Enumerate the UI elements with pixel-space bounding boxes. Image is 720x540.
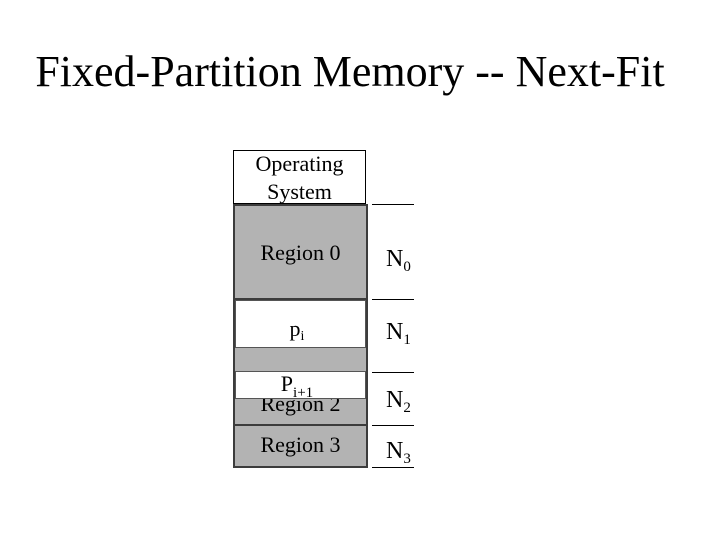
process-pi-block — [235, 300, 366, 348]
os-label-line1: Operating — [255, 151, 344, 176]
process-pi1-block — [235, 371, 366, 399]
os-label: Operating System — [233, 150, 366, 206]
region-divider-0-1 — [235, 298, 366, 300]
region-divider-2-3 — [235, 424, 366, 426]
region-3-label: Region 3 — [260, 432, 341, 457]
size-marker-line-0 — [372, 204, 414, 205]
size-marker-line-4 — [372, 467, 414, 468]
size-label-n2: N2 — [386, 387, 411, 416]
size-label-n1: N1 — [386, 319, 411, 348]
size-label-n3: N3 — [386, 438, 411, 467]
size-label-n0: N0 — [386, 246, 411, 275]
size-marker-line-3 — [372, 425, 414, 426]
region-0-label: Region 0 — [260, 240, 341, 265]
os-label-line2: System — [267, 179, 332, 204]
size-marker-line-2 — [372, 372, 414, 373]
os-partition — [233, 150, 366, 204]
process-pi-label: pi — [289, 316, 305, 344]
slide-title: Fixed-Partition Memory -- Next-Fit — [35, 47, 665, 96]
size-marker-line-1 — [372, 299, 414, 300]
process-pi1-label: Pi+1 — [280, 371, 314, 401]
